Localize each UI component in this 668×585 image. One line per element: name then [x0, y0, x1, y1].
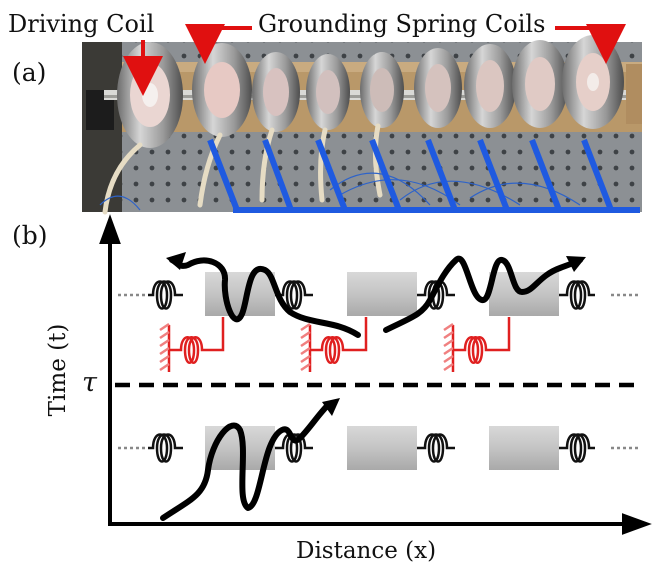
tau-label: τ [82, 367, 97, 398]
panel-b-label: (b) [12, 221, 48, 250]
coil-grounding-3 [306, 54, 350, 130]
axes [99, 214, 652, 535]
coil-grounding-1 [192, 43, 252, 137]
chain-top [118, 272, 640, 316]
wave-packets [160, 255, 583, 521]
wave-arrowheads [166, 252, 586, 416]
driving-coil-label: Driving Coil [8, 10, 155, 38]
wave-reflected [169, 257, 361, 338]
ground-spring-3 [443, 317, 511, 372]
ground-overlay [207, 138, 640, 213]
ground-spring-1 [159, 317, 225, 372]
ground-springs [159, 317, 511, 372]
chain-bottom [118, 426, 640, 470]
grounding-coils-label: Grounding Spring Coils [258, 10, 546, 38]
wave-transmitted [383, 255, 583, 333]
callout-arrows [123, 24, 626, 96]
ground-spring-2 [300, 317, 368, 372]
coil-grounding-6 [464, 44, 516, 128]
schematic [99, 214, 652, 535]
y-axis-label: Time (t) [45, 323, 71, 417]
coil-driving [117, 42, 183, 148]
x-axis-label: Distance (x) [296, 538, 437, 564]
panel-a-label: (a) [12, 58, 47, 87]
coil-grounding-8 [562, 35, 624, 129]
wave-incident [160, 402, 331, 521]
coil-grounding-2 [252, 52, 300, 132]
coil-grounding-4 [360, 52, 404, 128]
coil-grounding-7 [512, 40, 568, 128]
cables [102, 123, 383, 215]
experiment-photo [82, 24, 642, 215]
coil-grounding-5 [414, 48, 462, 128]
